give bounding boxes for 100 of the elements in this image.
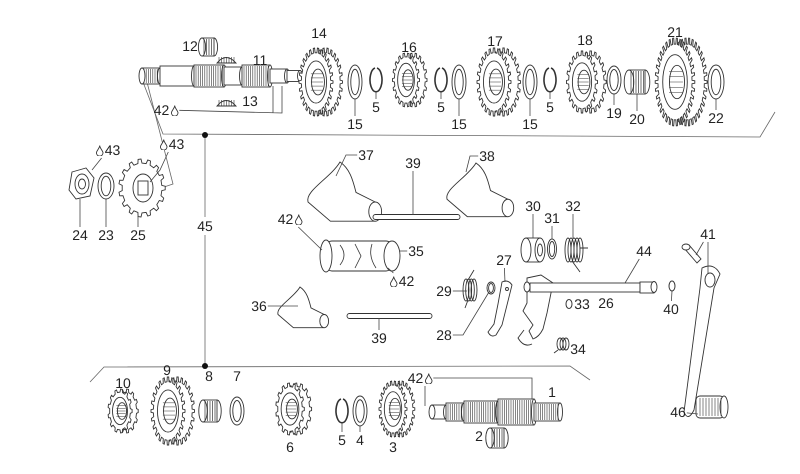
- gear-shaft-drawing: [428, 398, 563, 426]
- gear-shaft-drawing: [138, 64, 303, 88]
- callout-number: 18: [577, 33, 593, 47]
- callout-number: 23: [98, 228, 114, 242]
- callout-number: 5: [546, 100, 554, 114]
- leader-line: [424, 378, 532, 406]
- callout-number: 25: [130, 228, 146, 242]
- callout-number: 15: [347, 117, 363, 131]
- nut-drawing: [68, 167, 94, 200]
- leader-line: [686, 412, 698, 414]
- callout-number: 34: [570, 342, 586, 356]
- leader-line: [572, 214, 574, 238]
- pawl-plate-drawing: [488, 280, 512, 336]
- callout-number: 20: [629, 112, 645, 126]
- callout-number: 13: [242, 94, 258, 108]
- callout-number: 43: [104, 143, 120, 157]
- spring-drawing: [462, 270, 478, 308]
- leader-line: [624, 258, 640, 284]
- washer-drawing: [452, 64, 466, 100]
- shift-fork-drawing: [446, 162, 514, 218]
- leader-line: [636, 94, 638, 112]
- leader-line: [504, 268, 506, 282]
- callout-number: 7: [233, 369, 241, 383]
- selector-shaft-drawing: [518, 274, 658, 346]
- leader-line: [354, 98, 356, 116]
- circlip-drawing: [543, 67, 557, 93]
- callout-number: 19: [606, 106, 622, 120]
- leader-line: [452, 290, 468, 292]
- washer-drawing: [522, 64, 538, 100]
- shift-drum-drawing: [320, 240, 400, 272]
- callout-number: 37: [358, 148, 374, 162]
- sprocket-drawing: [118, 158, 166, 218]
- callout-number: 22: [708, 111, 724, 125]
- callout-number: 32: [565, 199, 581, 213]
- callout-number: 6: [286, 440, 294, 454]
- leader-line: [532, 214, 534, 238]
- o-ring-drawing: [668, 280, 676, 292]
- callout-number: 15: [522, 117, 538, 131]
- callout-number: 43: [168, 137, 184, 151]
- callout-number: 36: [251, 299, 267, 313]
- callout-number: 29: [436, 284, 452, 298]
- leader-line: [378, 318, 380, 330]
- leader-line: [388, 268, 394, 274]
- leader-line: [466, 156, 479, 172]
- callout-number: 42: [278, 212, 294, 226]
- oil-seal-drawing: [520, 238, 546, 262]
- callout-number: 5: [372, 100, 380, 114]
- leader-line: [336, 154, 358, 176]
- callout-number: 39: [405, 156, 421, 170]
- callout-number: 21: [667, 25, 683, 39]
- callout-number: 35: [408, 244, 424, 258]
- needle-bearing-drawing: [624, 70, 650, 94]
- callout-number: 38: [479, 149, 495, 163]
- washer-drawing: [547, 238, 557, 260]
- spring-drawing: [564, 238, 588, 272]
- callout-number: 26: [598, 296, 614, 310]
- gear-lever-drawing: [684, 266, 728, 418]
- callout-number: 3: [389, 440, 397, 454]
- callout-number: 42: [398, 274, 414, 288]
- callout-number: 16: [401, 40, 417, 54]
- callout-number: 4: [356, 433, 364, 447]
- callout-number: 46: [670, 405, 686, 419]
- callout-number: 11: [252, 53, 268, 67]
- leader-line: [458, 98, 460, 116]
- washer-drawing: [352, 396, 368, 426]
- bolt-drawing: [682, 244, 702, 264]
- leader-line: [92, 158, 102, 170]
- washer-drawing: [606, 66, 622, 94]
- callout-number: 2: [475, 429, 483, 443]
- circlip-drawing: [335, 398, 349, 424]
- callout-number: 41: [700, 227, 716, 241]
- leader-line: [696, 242, 704, 256]
- callout-number: 8: [205, 369, 213, 383]
- callout-number: 40: [663, 302, 679, 316]
- shift-fork-drawing: [277, 286, 330, 328]
- callout-number: 30: [525, 199, 541, 213]
- callout-number: 5: [437, 100, 445, 114]
- callout-number: 12: [182, 39, 198, 53]
- washer-drawing: [98, 172, 114, 200]
- callout-number: 27: [496, 253, 512, 267]
- washer-drawing: [486, 282, 496, 294]
- callout-number: 15: [451, 117, 467, 131]
- callout-number: 5: [338, 433, 346, 447]
- leader-line: [452, 292, 490, 336]
- callout-number: 44: [636, 244, 652, 258]
- washer-drawing: [708, 64, 724, 100]
- leader-line: [178, 86, 282, 114]
- callout-number: 1: [548, 385, 556, 399]
- circlip-drawing: [434, 67, 448, 93]
- leader-line: [671, 290, 672, 302]
- callout-number: 42: [154, 103, 170, 117]
- leader-line: [400, 250, 408, 252]
- shift-fork-drawing: [307, 162, 382, 222]
- leader-line: [298, 226, 322, 250]
- callout-number: 17: [487, 34, 503, 48]
- callout-number: 33: [574, 297, 590, 311]
- callout-number: 9: [163, 363, 171, 377]
- leader-line: [440, 92, 442, 100]
- callout-number: 10: [115, 376, 131, 390]
- leader-line: [412, 170, 414, 216]
